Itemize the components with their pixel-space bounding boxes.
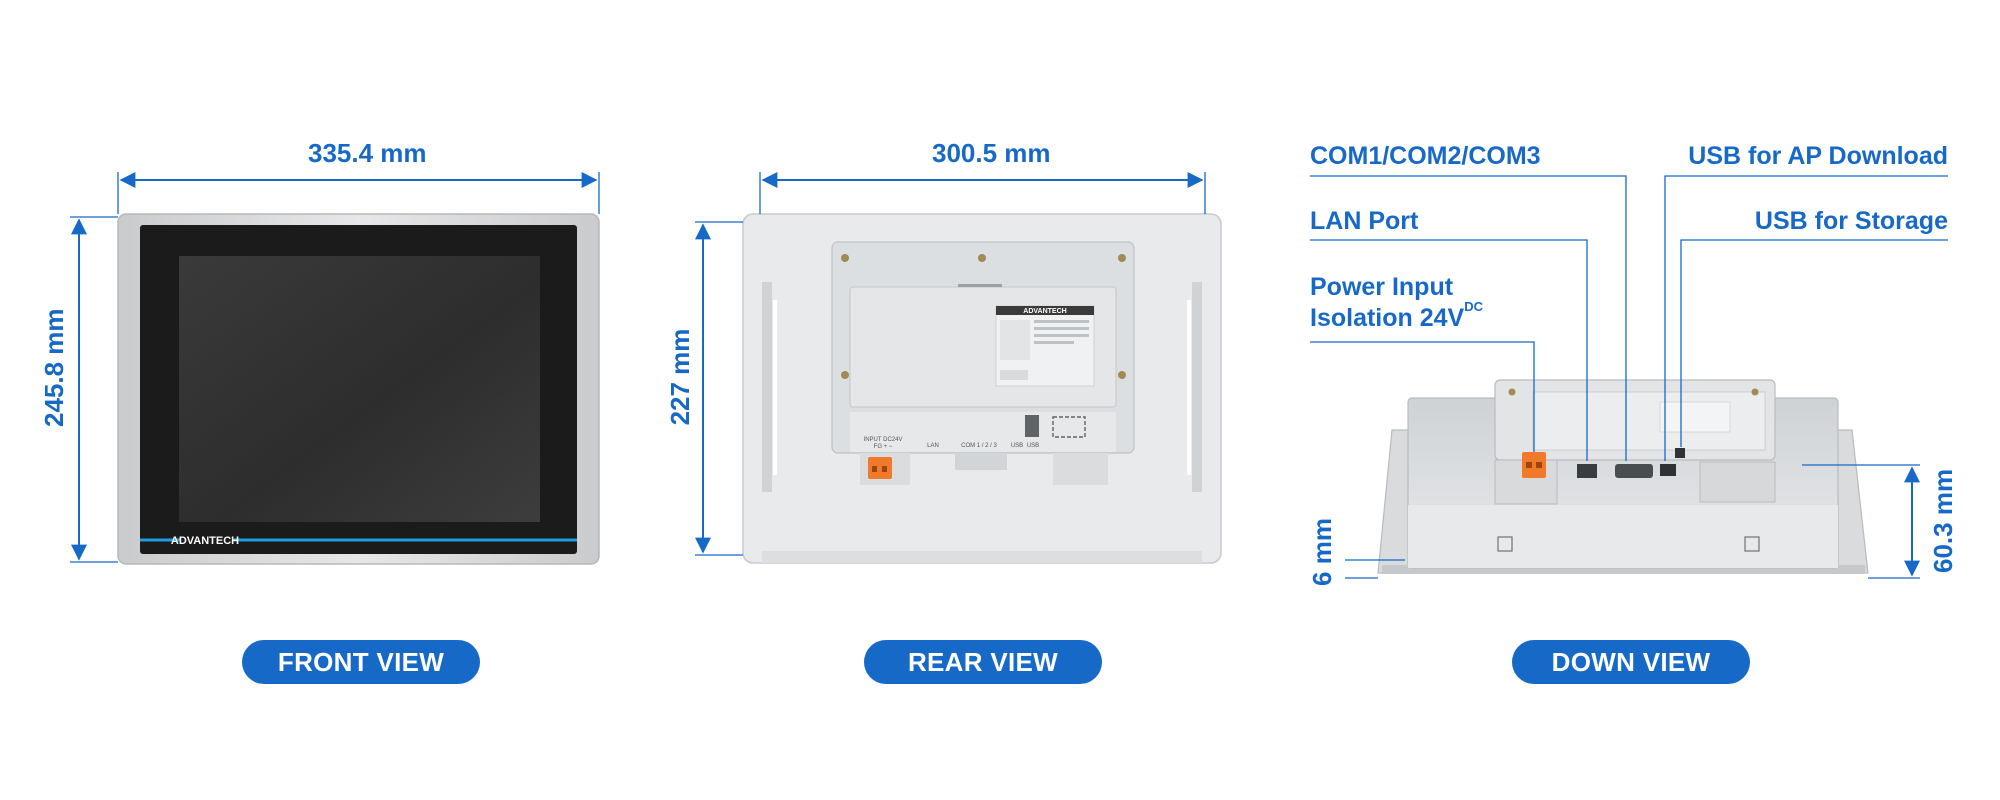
callout-power-line2-text: Isolation 24V (1310, 304, 1465, 333)
callout-lan-port: LAN Port (1310, 207, 1419, 235)
front-view-button[interactable]: FRONT VIEW (242, 640, 480, 684)
down-bezel-label: 6 mm (1307, 518, 1337, 586)
rear-label-usb2: USB (1027, 443, 1039, 449)
front-height-label: 245.8 mm (39, 308, 69, 427)
callout-power-input: Power Input Isolation 24VDC (1310, 272, 1483, 335)
callout-power-line2: Isolation 24VDC (1310, 299, 1483, 334)
callout-power-sup: DC (1464, 299, 1483, 315)
callout-com-ports: COM1/COM2/COM3 (1310, 142, 1541, 170)
rear-label-lan: LAN (927, 443, 939, 449)
rear-view-button[interactable]: REAR VIEW (864, 640, 1102, 684)
callout-usb-storage: USB for Storage (1754, 207, 1948, 235)
front-view-device: ADVANTECH (117, 213, 600, 565)
callout-power-line1: Power Input (1310, 273, 1454, 301)
rear-width-label: 300.5 mm (932, 138, 1051, 168)
rear-dimension-lines (695, 172, 1206, 556)
rear-label-com: COM 1 / 2 / 3 (961, 443, 997, 449)
svg-text:ADVANTECH: ADVANTECH (1023, 308, 1066, 315)
rear-label-input: INPUT DC24V (864, 437, 903, 443)
front-brand-logo: ADVANTECH (171, 535, 239, 547)
rear-label-usb1: USB (1011, 443, 1023, 449)
front-width-label: 335.4 mm (308, 138, 427, 168)
front-dimension-lines (70, 172, 600, 563)
rear-view-device: ADVANTECH INPUT DC2 (742, 213, 1222, 564)
callout-usb-ap: USB for AP Download (1688, 142, 1948, 170)
rear-height-label: 227 mm (665, 328, 695, 426)
down-view-button[interactable]: DOWN VIEW (1512, 640, 1750, 684)
callout-leader-lines (1310, 175, 1948, 461)
down-depth-label: 60.3 mm (1928, 468, 1958, 573)
rear-label-input-sub: FG + − (874, 444, 893, 450)
down-view-device (1377, 379, 1869, 574)
down-dimension-lines (1345, 464, 1920, 579)
